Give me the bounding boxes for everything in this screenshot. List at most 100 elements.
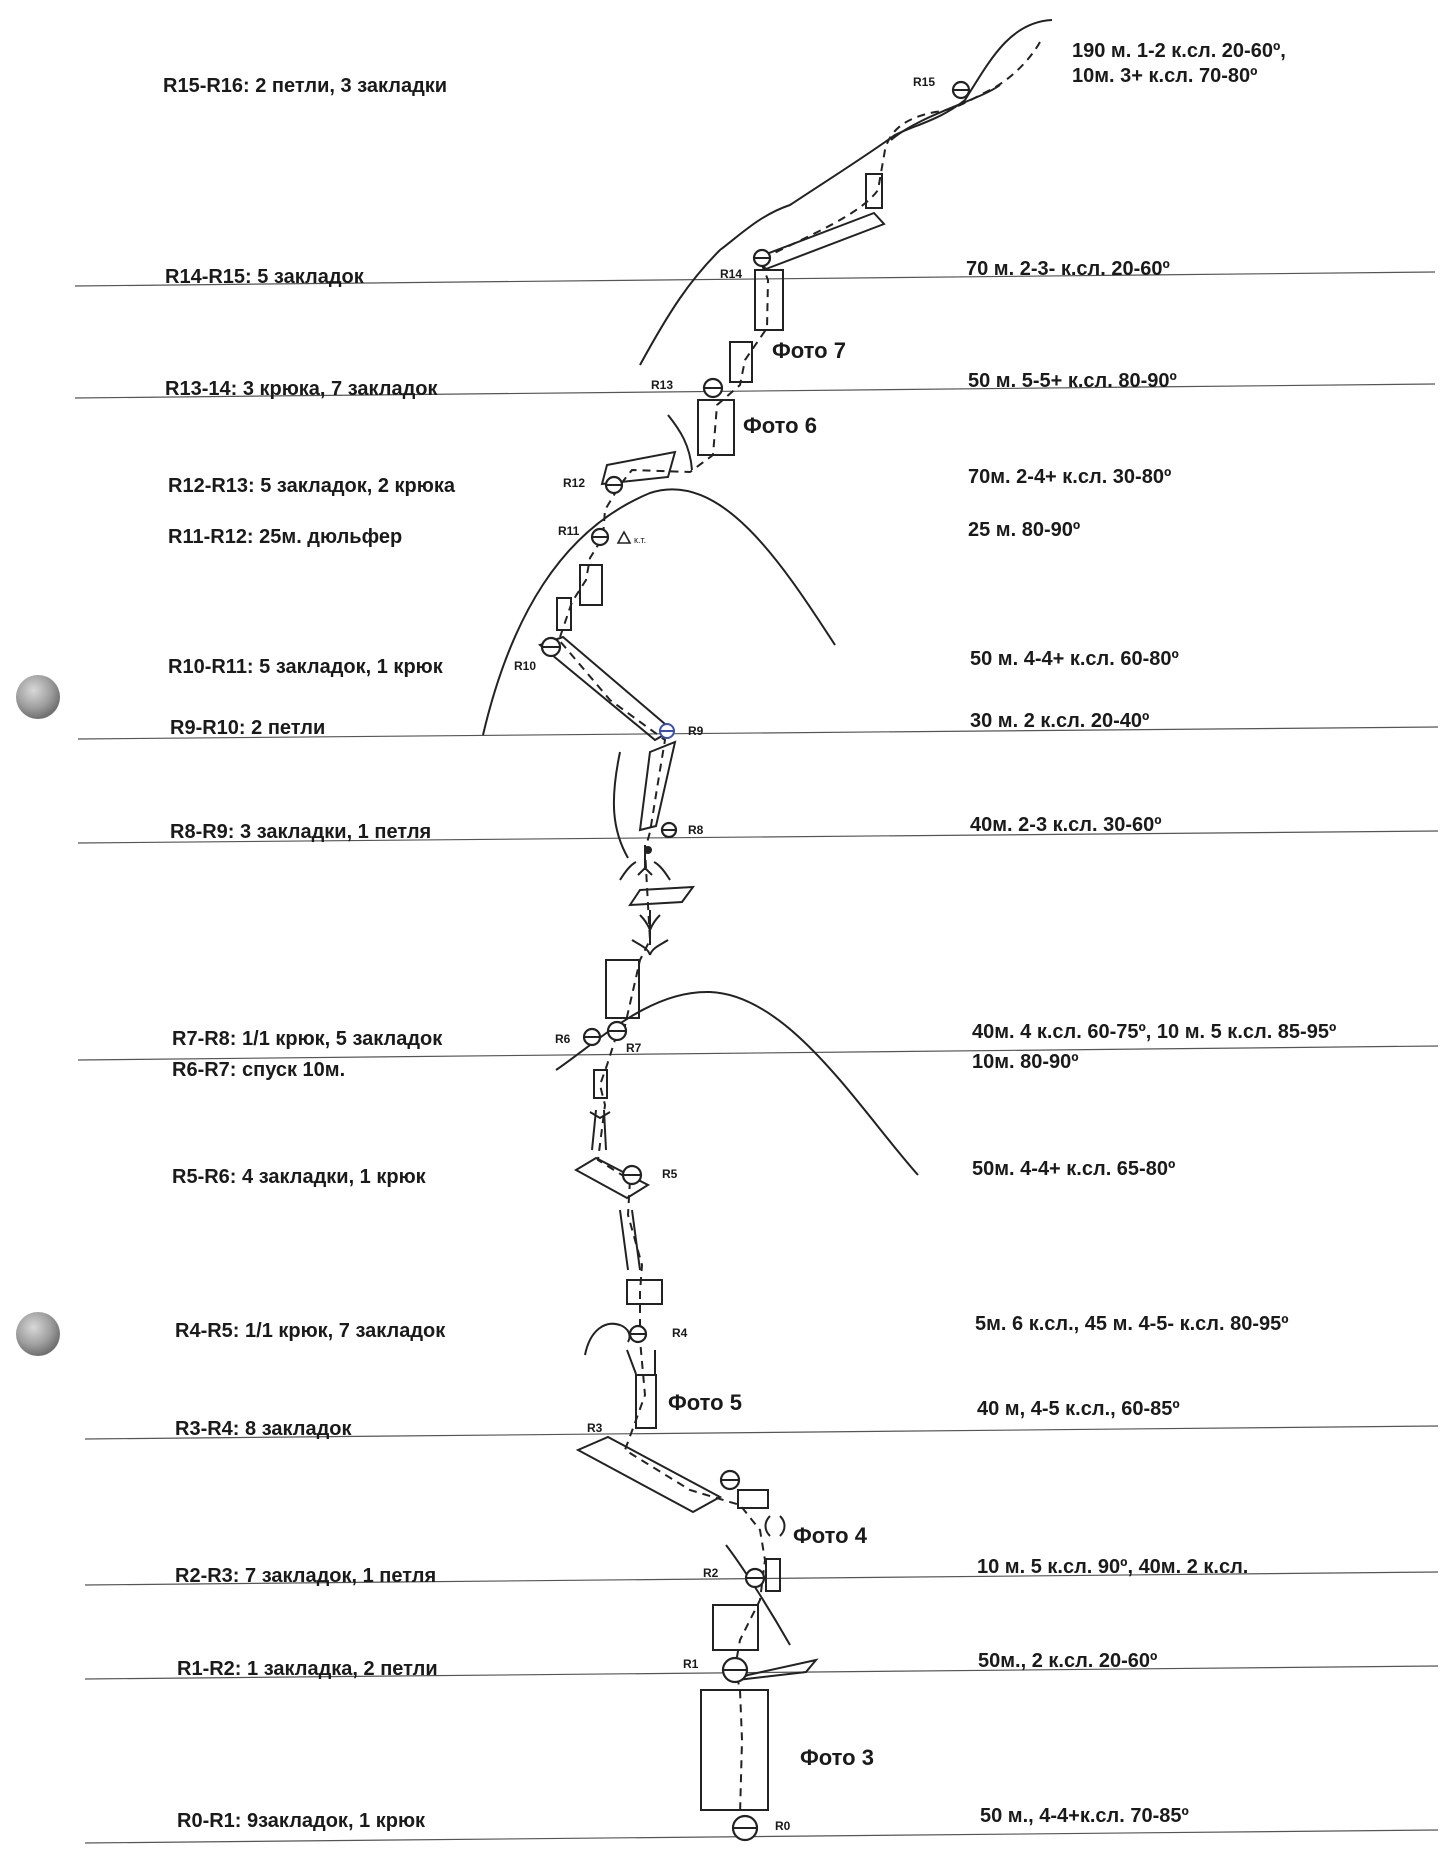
station-label: R3: [587, 1421, 603, 1435]
crack-mark: [639, 910, 661, 945]
feature-slab: [600, 450, 677, 486]
pitch-label: R3-R4: 8 закладок: [175, 1418, 352, 1440]
separator-line: [74, 383, 1436, 399]
feature-block: [579, 564, 603, 606]
station-label: R12: [563, 476, 585, 490]
station-r0: R0: [731, 1814, 791, 1842]
pitch-description: 40 м, 4-5 к.сл., 60-85º: [977, 1398, 1180, 1420]
station-r6: R6: [555, 1027, 602, 1047]
crack-mark: [619, 861, 671, 881]
separator-line: [84, 1425, 1439, 1440]
binder-hole-bottom: [16, 1312, 60, 1356]
pitch-label: R9-R10: 2 петли: [170, 717, 325, 739]
pitch-description: 70 м. 2-3- к.сл. 20-60º: [966, 258, 1170, 280]
pitch-label: R10-R11: 5 закладок, 1 крюк: [168, 656, 444, 678]
route-features: [537, 173, 886, 1811]
pitch-description: 10 м. 5 к.сл. 90º, 40м. 2 к.сл.: [977, 1556, 1248, 1578]
station-label: R11: [558, 524, 580, 538]
belay-stations: R15 R14 R13 R12 R11 к.т. R10: [514, 75, 971, 1842]
station-r3-lower: [719, 1469, 741, 1491]
separator-line: [77, 726, 1439, 740]
crack-mark: [626, 1349, 656, 1375]
pitch-description: 50 м. 4-4+ к.сл. 60-80º: [970, 648, 1179, 670]
feature-block: [626, 1279, 663, 1305]
anchor-dot: [644, 846, 652, 854]
pitch-label: R8-R9: 3 закладки, 1 петля: [170, 821, 431, 843]
feature-slab: [736, 1658, 819, 1681]
r4-bulge-outline: [584, 1322, 631, 1356]
station-label: R2: [703, 1566, 719, 1580]
station-r7: R7: [606, 1020, 642, 1055]
pitch-label: R7-R8: 1/1 крюк, 5 закладок: [172, 1028, 443, 1050]
station-label: R0: [775, 1819, 791, 1833]
pitch-label: R1-R2: 1 закладка, 2 петли: [177, 1658, 438, 1680]
kt-label: к.т.: [634, 535, 646, 545]
feature-block: [605, 959, 640, 1019]
pitch-description: 50м. 4-4+ к.сл. 65-80º: [972, 1158, 1175, 1180]
station-label: R7: [626, 1041, 642, 1055]
pitch-label: R5-R6: 4 закладки, 1 крюк: [172, 1166, 427, 1188]
photo-label-5: Фото 5: [668, 1390, 742, 1415]
photo-label-6: Фото 6: [743, 413, 817, 438]
pitch-description: 5м. 6 к.сл., 45 м. 4-5- к.сл. 80-95º: [975, 1313, 1289, 1335]
feature-block: [712, 1604, 759, 1651]
feature-chimney: [638, 740, 677, 832]
r13-corner-outline: [667, 414, 693, 471]
feature-block: [737, 1489, 769, 1509]
station-r14: R14: [720, 248, 772, 281]
station-label: R4: [672, 1326, 688, 1340]
pitch-label: R12-R13: 5 закладок, 2 крюка: [168, 475, 456, 497]
pitch-label: R6-R7: спуск 10м.: [172, 1059, 345, 1081]
pitch-descriptions: 190 м. 1-2 к.сл. 20-60º, 10м. 3+ к.сл. 7…: [966, 40, 1336, 1827]
station-label: R14: [720, 267, 742, 281]
upper-ridge-outline: [639, 19, 1053, 366]
kt-triangle-icon: [616, 530, 632, 544]
feature-block: [754, 269, 784, 331]
r7-dome-outline: [555, 990, 919, 1176]
pitch-description: 10м. 80-90º: [972, 1051, 1079, 1073]
separator-line: [84, 1829, 1439, 1844]
binder-hole-top: [16, 675, 60, 719]
pitch-label: R13-14: 3 крюка, 7 закладок: [165, 378, 439, 400]
station-label: R8: [688, 823, 704, 837]
pitch-label: R14-R15: 5 закладок: [165, 266, 365, 288]
station-label: R1: [683, 1657, 699, 1671]
station-r3: R3: [587, 1421, 603, 1435]
pitch-description: 40м. 4 к.сл. 60-75º, 10 м. 5 к.сл. 85-95…: [972, 1021, 1336, 1043]
r2-diagonal-crack: [725, 1544, 791, 1646]
station-r9: R9: [659, 723, 704, 739]
feature-block: [700, 1689, 769, 1811]
feature-ledge: [628, 885, 696, 907]
photo-label-7: Фото 7: [772, 338, 846, 363]
pitch-description: 50 м. 5-5+ к.сл. 80-90º: [968, 370, 1177, 392]
pitch-gear-labels: R15-R16: 2 петли, 3 закладки R14-R15: 5 …: [163, 75, 456, 1832]
separator-lines: [74, 271, 1439, 1844]
separator-line: [77, 1045, 1439, 1061]
station-label: R10: [514, 659, 536, 673]
photo-label-3: Фото 3: [800, 1745, 874, 1770]
crack-mark: [764, 1515, 786, 1537]
pitch-description: 50м., 2 к.сл. 20-60º: [978, 1650, 1157, 1672]
station-r11: R11 к.т.: [558, 524, 646, 547]
station-r15: R15: [913, 75, 971, 100]
station-r5: R5: [621, 1164, 678, 1186]
pitch-label: R4-R5: 1/1 крюк, 7 закладок: [175, 1320, 446, 1342]
station-label: R6: [555, 1032, 571, 1046]
feature-ramp: [537, 635, 674, 742]
feature-slab: [573, 1156, 651, 1200]
station-r1: R1: [683, 1656, 749, 1684]
station-label: R13: [651, 378, 673, 392]
route-line: [557, 41, 1041, 1816]
pitch-description: 50 м., 4-4+к.сл. 70-85º: [980, 1805, 1189, 1827]
feature-slab: [754, 211, 886, 271]
station-r10: R10: [514, 636, 562, 673]
photo-label-4: Фото 4: [793, 1523, 868, 1548]
feature-block: [593, 1069, 608, 1099]
feature-slab: [575, 1435, 723, 1514]
feature-block: [697, 399, 735, 456]
pitch-description: 10м. 3+ к.сл. 70-80º: [1072, 65, 1257, 87]
pitch-label: R2-R3: 7 закладок, 1 петля: [175, 1565, 436, 1587]
feature-block: [556, 597, 572, 631]
